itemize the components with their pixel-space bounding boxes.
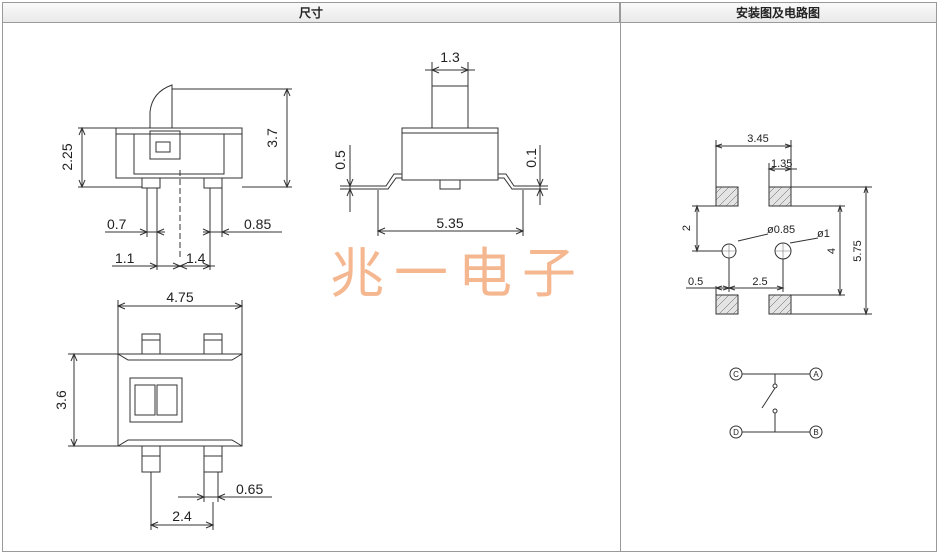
pad-hatch [768, 294, 792, 315]
switch-lever [761, 387, 776, 409]
side-view: 3.7 2.25 0.7 0.85 1.1 1.4 [59, 84, 292, 270]
dim-fp-pitch-vertical: 2 [681, 225, 693, 231]
pin-c-circle [729, 367, 743, 381]
mounting-header: 安装图及电路图 [620, 3, 936, 23]
front-bottom-tab [439, 179, 461, 190]
dim-fp-hole-pitch: 2.5 [752, 276, 767, 288]
pcb-footprint: 3.45 1.35 2 ø0.85 ø1 4 5.75 0.5 [681, 133, 872, 316]
dim-side-height-body: 2.25 [59, 143, 75, 170]
switch-contact-bottom [772, 408, 778, 414]
dim-front-actuator-width: 1.3 [440, 49, 460, 65]
dim-arrows [116, 302, 244, 310]
pin-b-circle [809, 425, 823, 439]
dim-top-pin-width: 0.65 [236, 481, 263, 497]
dim-fp-pad-span: 3.45 [747, 133, 768, 145]
dim-arrows [346, 178, 354, 197]
footprint-pad-1 [715, 186, 739, 207]
top-body [117, 353, 243, 447]
leader-line [789, 237, 819, 244]
dim-fp-height-total: 5.75 [852, 240, 864, 261]
dim-arrows [283, 87, 291, 189]
dim-fp-hole-small: ø0.85 [767, 224, 795, 236]
dim-arrows [727, 285, 785, 291]
top-view: 4.75 3.6 0.65 2.4 [53, 289, 272, 530]
front-body [401, 127, 499, 181]
pad-hatch [768, 186, 792, 207]
dim-front-lead-height: 0.5 [332, 150, 348, 170]
front-lead-right [498, 173, 528, 190]
side-inner [133, 133, 225, 175]
pin-d-circle [729, 425, 743, 439]
dim-side-pitch-left: 1.1 [115, 250, 135, 266]
pin-b-label: B [813, 428, 818, 437]
dim-top-pin-pitch: 2.4 [172, 508, 192, 524]
watermark: 兆一电子 [330, 244, 586, 304]
dim-arrows [70, 352, 78, 448]
top-pin-2 [203, 333, 223, 355]
panel-divider [620, 3, 621, 551]
dim-arrows [430, 66, 470, 74]
dim-arrows [714, 143, 793, 149]
dim-arrows [376, 227, 525, 235]
top-actuator-left [134, 384, 156, 416]
pin-a-label: A [813, 370, 819, 379]
dim-top-height: 3.6 [53, 390, 69, 410]
dim-fp-hole-large: ø1 [817, 228, 830, 240]
dimensions-title: 尺寸 [298, 6, 323, 20]
footprint-pad-2 [768, 186, 792, 207]
footprint-pad-3 [715, 294, 739, 315]
dim-top-width: 4.75 [166, 289, 193, 305]
hole-crosshairs [722, 243, 791, 259]
dim-fp-pad-width: 1.35 [771, 158, 792, 170]
dim-arrows [149, 521, 215, 529]
leader-line [737, 233, 769, 242]
front-actuator [431, 85, 469, 129]
front-view: 1.3 0.5 0.1 5.35 [332, 49, 548, 236]
mounting-title: 安装图及电路图 [735, 6, 820, 20]
footprint-pad-4 [768, 294, 792, 315]
side-pin-right [203, 177, 223, 189]
dim-arrows [694, 204, 700, 253]
side-body [115, 127, 243, 179]
dim-arrows [202, 228, 230, 236]
dim-side-pitch-right: 1.4 [186, 250, 206, 266]
dim-arrows [149, 262, 212, 270]
side-pin-left [141, 177, 161, 189]
top-pin-1 [141, 333, 161, 355]
dim-side-pin-width-left: 0.7 [107, 216, 127, 232]
dim-front-lead-span: 5.35 [436, 215, 463, 231]
drawing-frame: 尺寸 安装图及电路图 [2, 2, 937, 552]
side-lever [149, 84, 173, 128]
circuit-diagram: C A D B [729, 367, 823, 439]
dim-front-lead-thickness: 0.1 [523, 148, 539, 168]
switch-contact-top [772, 383, 778, 389]
pad-hatch [715, 294, 739, 315]
dim-arrows [767, 166, 793, 172]
dim-arrows [196, 493, 226, 501]
dim-fp-offset: 0.5 [688, 276, 703, 288]
dimensions-header: 尺寸 [3, 3, 620, 23]
pad-hatch [715, 186, 739, 207]
dim-arrows [536, 178, 544, 197]
pin-d-label: D [733, 428, 739, 437]
side-actuator-window [155, 141, 171, 153]
top-pin-4 [203, 445, 223, 473]
top-actuator [129, 377, 183, 423]
dim-arrows [78, 126, 86, 189]
dim-arrows [139, 228, 165, 236]
pin-c-label: C [733, 370, 739, 379]
top-actuator-right [156, 384, 178, 416]
pin-a-circle [809, 367, 823, 381]
top-pin-3 [141, 445, 161, 473]
dim-arrows [863, 185, 869, 316]
front-lead-left [374, 173, 402, 190]
dim-fp-height-pads: 4 [826, 248, 838, 254]
dim-side-height-total: 3.7 [264, 128, 280, 148]
dim-arrows [837, 204, 843, 297]
dim-side-pin-width-right: 0.85 [244, 216, 271, 232]
top-body-bevel [117, 353, 243, 447]
